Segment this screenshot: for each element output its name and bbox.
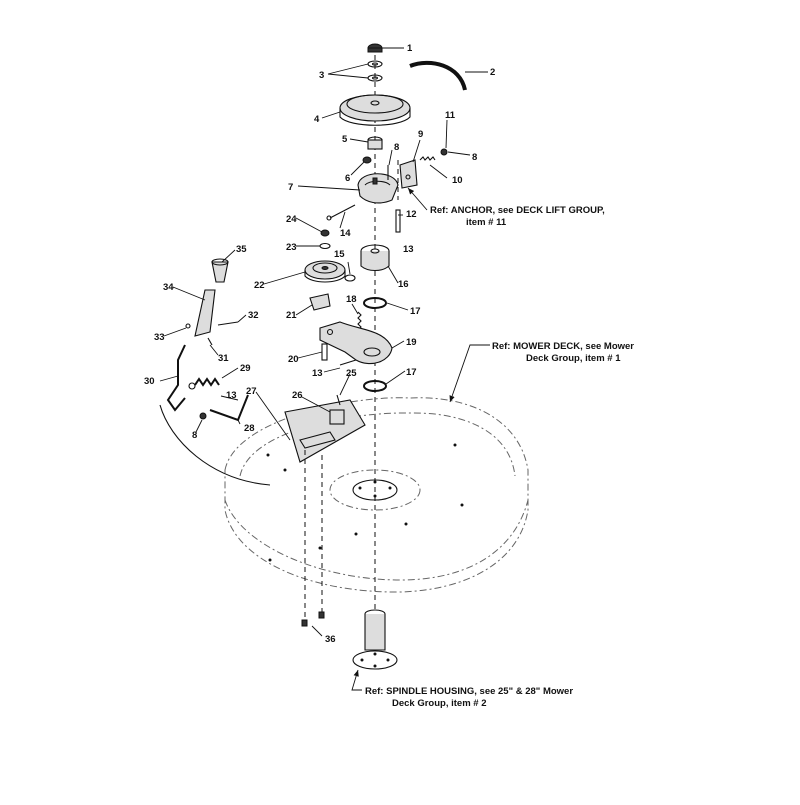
callout-label: 24: [286, 214, 297, 225]
callout-label: 36: [325, 634, 336, 645]
callout-label: 11: [445, 110, 456, 121]
part-26-block: [329, 409, 345, 425]
part-10-spring: [419, 156, 436, 161]
ref-anchor-line1: Ref: ANCHOR, see DECK LIFT GROUP,: [430, 205, 605, 216]
callout-label: 25: [346, 368, 357, 379]
part-7-bracket: [357, 173, 399, 204]
part-36-bolt-a: [301, 619, 308, 627]
callout-label: 19: [406, 337, 417, 348]
callout-label: 3: [319, 70, 324, 81]
lever-linkage-line: [159, 404, 271, 486]
part-2-belt-keeper: [409, 60, 467, 91]
callout-label: 10: [452, 175, 463, 186]
callout-label: 18: [346, 294, 357, 305]
part-15-washer: [344, 274, 356, 282]
part-31-clip: [207, 337, 213, 346]
callout-label: 35: [236, 244, 247, 255]
callout-label: 7: [288, 182, 293, 193]
ref-anchor-line2: item # 11: [466, 217, 507, 228]
callout-label: 23: [286, 242, 297, 253]
callout-label: 21: [286, 310, 297, 321]
callout-label: 34: [163, 282, 174, 293]
part-9-pivot-bracket: [399, 159, 418, 189]
callout-label: 30: [144, 376, 155, 387]
callout-label: 22: [254, 280, 265, 291]
callout-label: 27: [246, 386, 257, 397]
part-35-knob: [211, 258, 229, 283]
ref-spindle-line1: Ref: SPINDLE HOUSING, see 25" & 28" Mowe…: [365, 686, 573, 697]
part-29-spring: [188, 377, 220, 390]
part-32-bolt: [217, 321, 239, 326]
part-8-nut-left: [199, 412, 207, 420]
part-34-lever: [194, 289, 216, 337]
mower-deck: [224, 397, 529, 593]
callout-label: 9: [418, 129, 423, 140]
callout-label: 2: [490, 67, 495, 78]
callout-label: 20: [288, 354, 299, 365]
part-13-pin: [339, 359, 357, 366]
callout-label: 16: [398, 279, 409, 290]
callout-label: 17: [406, 367, 417, 378]
callout-label: 8: [472, 152, 477, 163]
callout-label: 17: [410, 306, 421, 317]
part-12-bolt: [395, 209, 401, 233]
part-19-idler-arm: [319, 321, 393, 365]
callout-label: 28: [244, 423, 255, 434]
callout-label: 32: [248, 310, 259, 321]
part-4-pulley: [339, 94, 411, 126]
part-33-pin: [185, 323, 191, 329]
part-17-ring-upper: [363, 297, 387, 309]
callout-label: 33: [154, 332, 165, 343]
callout-label: 15: [334, 249, 345, 260]
callout-label: 4: [314, 114, 320, 125]
part-36-bolt-b: [318, 611, 325, 619]
part-16-spacer: [360, 244, 390, 272]
part-22-idler-pulley: [304, 260, 346, 283]
ref-spindle-line2: Deck Group, item # 2: [392, 698, 487, 709]
leader-lines: [159, 47, 490, 691]
callout-label: 8: [192, 430, 197, 441]
part-23-washer: [319, 242, 331, 250]
callout-label: 13: [403, 244, 414, 255]
part-20-bolt: [321, 343, 328, 361]
ref-deck-line1: Ref: MOWER DECK, see Mower: [492, 341, 634, 352]
part-21-bracket: [309, 293, 331, 311]
part-25-bolt: [336, 394, 341, 406]
callout-label: 26: [292, 390, 303, 401]
part-30-rod: [166, 344, 186, 412]
part-27-plate: [284, 399, 366, 463]
part-14-pin: [329, 204, 356, 219]
callout-label: 8: [394, 142, 399, 153]
ref-notes: Ref: ANCHOR, see DECK LIFT GROUP, item #…: [365, 205, 634, 709]
callout-label: 14: [340, 228, 351, 239]
part-11-nut: [440, 148, 448, 156]
callout-label: 6: [345, 173, 350, 184]
callout-label: 12: [406, 209, 417, 220]
callout-label: 13: [312, 368, 323, 379]
ref-deck-line2: Deck Group, item # 1: [526, 353, 621, 364]
callout-label: 1: [407, 43, 413, 54]
part-1-nut: [367, 43, 383, 53]
callout-label: 5: [342, 134, 348, 145]
callout-label: 31: [218, 353, 229, 364]
spindle-housing: [352, 609, 398, 670]
callout-numbers: 1 2 3 4 5 6 7 8 9 10 11 8 12 13 14 24 23…: [144, 43, 495, 645]
part-5-bushing: [367, 136, 383, 150]
part-17-ring-lower: [363, 380, 387, 392]
part-6-nut: [362, 156, 372, 164]
callout-label: 13: [226, 390, 237, 401]
part-24-nut: [320, 229, 330, 237]
callout-label: 29: [240, 363, 251, 374]
